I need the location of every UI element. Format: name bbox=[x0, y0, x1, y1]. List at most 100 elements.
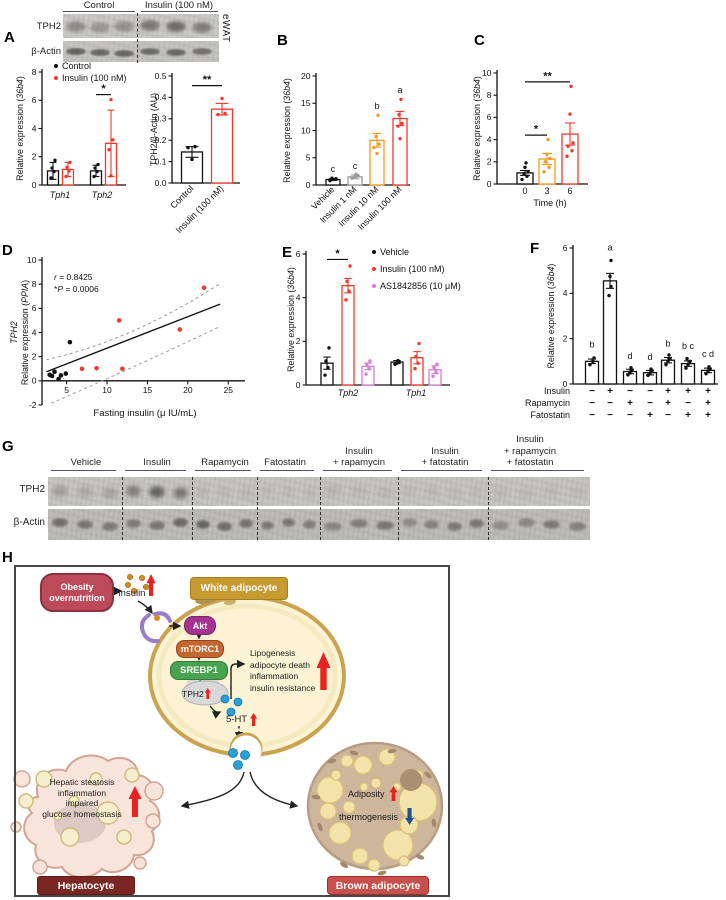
blot-g-group-underline bbox=[195, 470, 251, 471]
blot-g-bactin-strip bbox=[48, 509, 590, 540]
data-point bbox=[220, 96, 224, 101]
data-point bbox=[566, 144, 570, 148]
data-point bbox=[399, 97, 403, 102]
data-point bbox=[609, 284, 613, 289]
lipogenesis-line3: inflammation bbox=[250, 671, 299, 681]
data-point bbox=[688, 359, 692, 364]
data-point bbox=[435, 362, 439, 366]
data-point bbox=[120, 366, 125, 372]
matrix-row-label: Fatostatin bbox=[530, 410, 570, 420]
protein-band bbox=[66, 48, 86, 55]
x-tick-label: 20 bbox=[183, 385, 193, 395]
y-axis-label: Relative expression (36b4) bbox=[286, 267, 296, 372]
data-point bbox=[414, 354, 418, 359]
blot-g-lane-divider bbox=[488, 477, 489, 540]
srebp1-node: SREBP1 bbox=[170, 661, 228, 680]
legend-label: AS1842856 (10 μM) bbox=[380, 281, 461, 291]
lipogenesis-line4: insulin resistance bbox=[250, 682, 316, 693]
data-point bbox=[432, 365, 436, 370]
x-tick-label: 25 bbox=[224, 385, 234, 395]
data-point bbox=[547, 165, 551, 170]
data-point bbox=[364, 372, 368, 376]
blot-g-lane-divider bbox=[320, 477, 321, 540]
protein-band bbox=[192, 21, 212, 33]
significance-letter: b bbox=[374, 101, 379, 111]
y-tick-label: 15 bbox=[301, 98, 311, 108]
serotonin-dot bbox=[226, 707, 236, 717]
blot-a-underline-control bbox=[63, 11, 135, 12]
x-tick-label: 6 bbox=[567, 186, 572, 196]
data-point bbox=[53, 158, 57, 162]
y-axis-label: Relative expression (PPIA) bbox=[20, 280, 30, 385]
matrix-sign: + bbox=[647, 410, 653, 421]
insulin-receptor bbox=[139, 613, 160, 644]
data-point bbox=[546, 137, 550, 142]
blot-g-lane-divider bbox=[122, 477, 123, 540]
serotonin-text: 5-HT bbox=[226, 714, 248, 725]
data-point bbox=[667, 353, 671, 357]
panel-label-b: B bbox=[277, 32, 288, 49]
data-point bbox=[52, 169, 56, 174]
y-tick-label: 0.0 bbox=[155, 178, 167, 188]
data-point bbox=[323, 373, 327, 377]
protein-band bbox=[568, 522, 586, 531]
protein-band bbox=[324, 484, 342, 497]
blot-a-lane-divider bbox=[137, 13, 138, 63]
obesity-box: Obesity overnutrition bbox=[40, 573, 114, 612]
data-point bbox=[685, 356, 689, 361]
data-point bbox=[704, 372, 708, 376]
data-point bbox=[374, 134, 378, 139]
data-point bbox=[542, 170, 546, 174]
data-point bbox=[569, 84, 573, 89]
matrix-sign: − bbox=[627, 386, 633, 397]
x-tick-label: Tph1 bbox=[50, 190, 71, 200]
matrix-sign: − bbox=[589, 398, 595, 409]
data-point bbox=[50, 166, 54, 170]
data-point bbox=[522, 172, 526, 176]
y-axis-label: TPH2/β-Actin (AU) bbox=[149, 93, 159, 166]
protein-band bbox=[424, 520, 440, 529]
blot-a-underline-insulin bbox=[141, 11, 218, 12]
insulin-dot bbox=[127, 573, 134, 580]
data-point bbox=[107, 147, 111, 152]
y-tick-label: 0.3 bbox=[155, 114, 167, 124]
hepatic-line1: Hepatic steatosis bbox=[49, 777, 115, 787]
y-tick-label: 6 bbox=[487, 112, 492, 122]
data-point bbox=[324, 359, 328, 363]
legend-label: Insulin (100 nM) bbox=[62, 73, 127, 83]
significance-stars: ** bbox=[543, 70, 552, 82]
data-point bbox=[707, 365, 711, 369]
x-tick-label: Tph1 bbox=[406, 388, 427, 398]
x-tick-label: 3 bbox=[544, 186, 549, 196]
data-point bbox=[684, 366, 688, 370]
tph2-node-label: TPH2 bbox=[182, 688, 204, 699]
data-point bbox=[52, 369, 57, 375]
blot-a-tph2-strip bbox=[63, 14, 219, 38]
y-tick-label: 8 bbox=[32, 67, 37, 77]
data-point bbox=[400, 121, 404, 126]
data-point bbox=[201, 285, 207, 291]
protein-band bbox=[125, 519, 142, 528]
protein-band bbox=[52, 518, 69, 527]
y-tick-label: 0 bbox=[32, 376, 37, 386]
matrix-sign: + bbox=[627, 398, 633, 409]
protein-band bbox=[172, 518, 189, 527]
protein-band bbox=[114, 50, 134, 57]
data-point bbox=[58, 373, 64, 378]
blot-a-header-control: Control bbox=[83, 0, 115, 11]
serotonin-label: 5-HT bbox=[226, 713, 258, 726]
legend-label: Vehicle bbox=[380, 247, 409, 257]
annotation: *P = 0.0006 bbox=[54, 284, 99, 294]
blot-g-group-label: Insulin+ rapamycin+ fatostatin bbox=[503, 434, 556, 468]
panel-label-g: G bbox=[2, 438, 14, 455]
data-point bbox=[646, 373, 650, 378]
thermogenesis-label: thermogenesis bbox=[339, 808, 415, 825]
data-point bbox=[571, 141, 575, 145]
blot-g-group-underline bbox=[51, 470, 116, 471]
significance-stars: * bbox=[335, 248, 340, 260]
protein-band bbox=[281, 518, 296, 527]
panel-label-f: F bbox=[530, 240, 540, 257]
